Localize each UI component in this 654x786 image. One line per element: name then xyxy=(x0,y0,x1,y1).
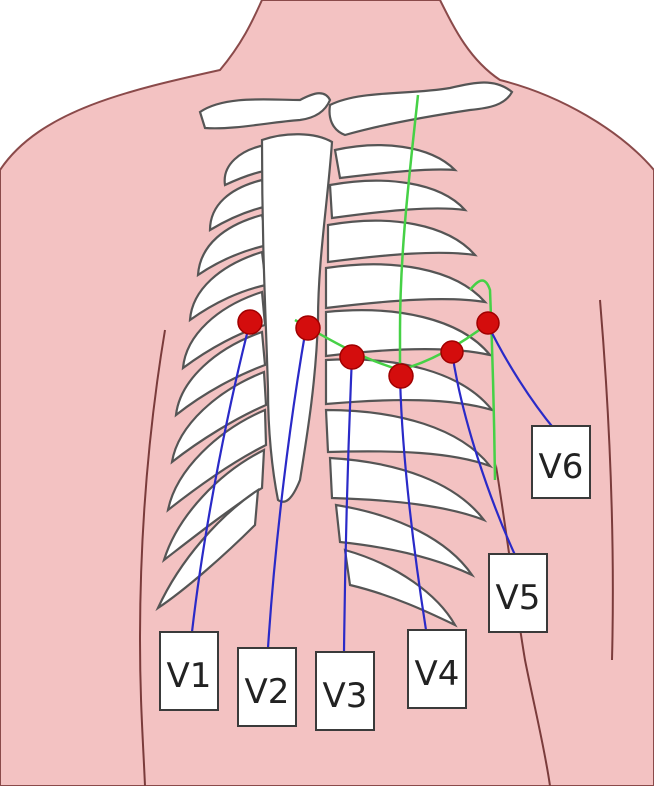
v4-electrode xyxy=(389,364,413,388)
v6-label-text: V6 xyxy=(539,447,584,487)
v2-label-text: V2 xyxy=(245,672,290,712)
v5-electrode xyxy=(441,341,463,363)
v3-electrode xyxy=(340,345,364,369)
v2-electrode xyxy=(296,316,320,340)
v4-label-text: V4 xyxy=(415,654,460,694)
v1-electrode xyxy=(238,310,262,334)
v2-label: V2 xyxy=(238,648,296,726)
v6-electrode xyxy=(477,312,499,334)
v3-label: V3 xyxy=(316,652,374,730)
v6-label: V6 xyxy=(532,426,590,498)
v1-label-text: V1 xyxy=(167,656,212,696)
v5-label: V5 xyxy=(489,554,547,632)
v1-label: V1 xyxy=(160,632,218,710)
v4-label: V4 xyxy=(408,630,466,708)
v5-label-text: V5 xyxy=(496,578,541,618)
v3-label-text: V3 xyxy=(323,676,368,716)
